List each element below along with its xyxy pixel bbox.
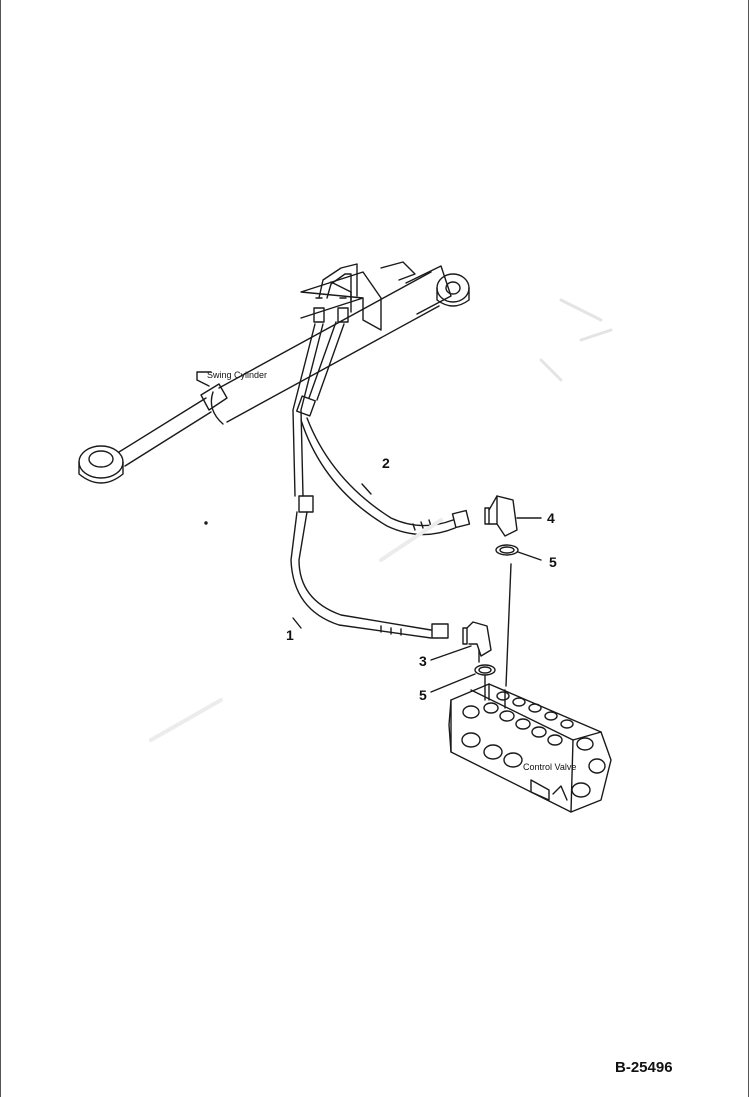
drawing-number: B-25496 [615, 1059, 673, 1076]
callout-5-upper: 5 [549, 554, 557, 570]
hose-2 [295, 321, 471, 536]
swing-cylinder-label: Swing Cylinder [207, 370, 267, 380]
callout-4: 4 [547, 510, 555, 526]
callout-2: 2 [382, 455, 390, 471]
callout-3: 3 [419, 653, 427, 669]
callout-1: 1 [286, 627, 294, 643]
elbow-fitting-4 [484, 495, 542, 537]
elbow-fitting-3 [430, 621, 492, 663]
o-ring-5-upper [495, 544, 542, 687]
control-valve [448, 683, 612, 813]
hose-1 [290, 323, 449, 639]
swing-cylinder [78, 261, 470, 484]
control-valve-label: Control Valve [523, 762, 576, 772]
o-ring-5-lower [430, 664, 496, 701]
callout-5-lower: 5 [419, 687, 427, 703]
